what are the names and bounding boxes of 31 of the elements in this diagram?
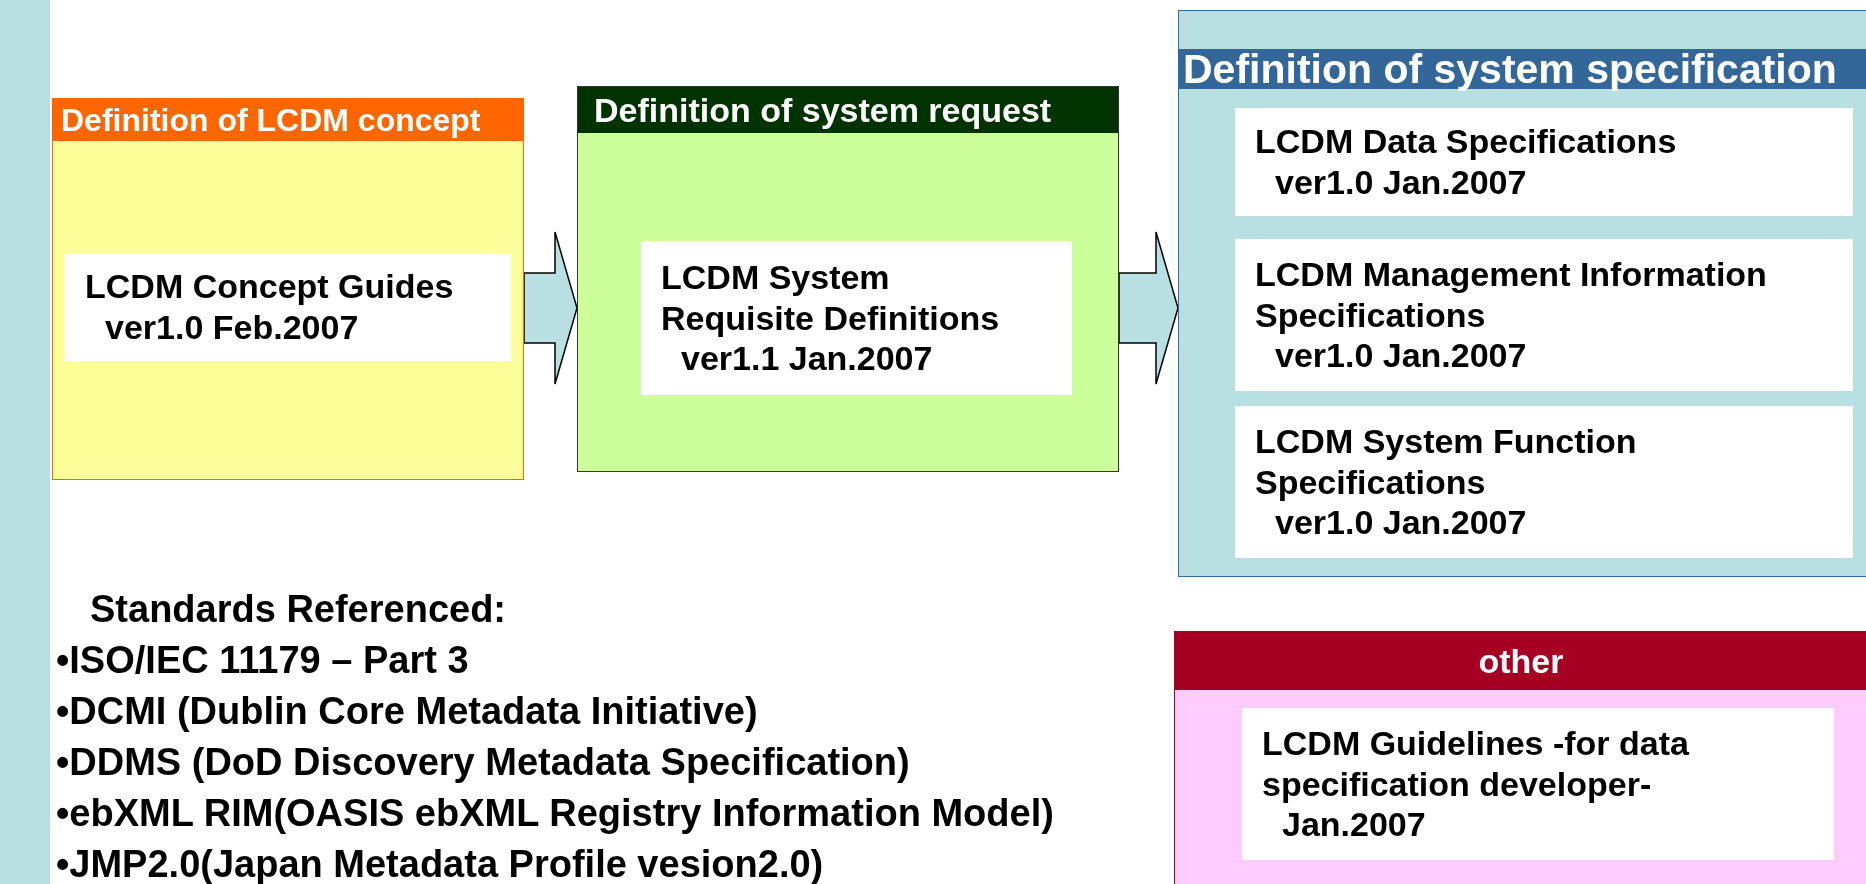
document-version: ver1.0 Jan.2007 (1274, 162, 1528, 203)
document-box (1235, 406, 1853, 558)
stage-heading: Definition of system specification (1179, 49, 1866, 89)
document-version: Jan.2007 (1281, 804, 1427, 846)
document-box (641, 241, 1072, 395)
document-version: ver1.0 Feb.2007 (104, 307, 360, 348)
standard-item: •DDMS (DoD Discovery Metadata Specification) (56, 740, 910, 785)
standard-item: •DCMI (Dublin Core Metadata Initiative) (56, 689, 758, 734)
stage-panel (1174, 631, 1866, 884)
document-title: LCDM Guidelines -for data specification developer- (1262, 722, 1690, 805)
document-version: ver1.0 Jan.2007 (1274, 335, 1528, 377)
document-box (65, 253, 511, 361)
document-title: LCDM Data Specifications (1255, 121, 1678, 162)
list-heading: Standards Referenced: (90, 587, 506, 632)
stage-panel (1178, 10, 1866, 577)
document-version: ver1.1 Jan.2007 (680, 338, 934, 380)
document-title: LCDM Concept Guides (85, 266, 455, 307)
block-arrow (523, 231, 578, 385)
stage-panel (52, 98, 524, 480)
document-box (1242, 708, 1834, 860)
document-version: ver1.0 Jan.2007 (1274, 502, 1528, 544)
block-arrow (1118, 231, 1179, 385)
stage-heading: Definition of LCDM concept (53, 99, 523, 141)
stage-heading: Definition of system request (578, 87, 1118, 133)
stage-panel (577, 86, 1119, 472)
standard-item: •ebXML RIM(OASIS ebXML Registry Information Model) (56, 791, 1054, 836)
document-box (1235, 108, 1853, 216)
document-box (1235, 239, 1853, 391)
stage-heading: other (1175, 631, 1866, 690)
standard-item: •ISO/IEC 11179 – Part 3 (56, 638, 469, 683)
side-band (0, 0, 50, 884)
